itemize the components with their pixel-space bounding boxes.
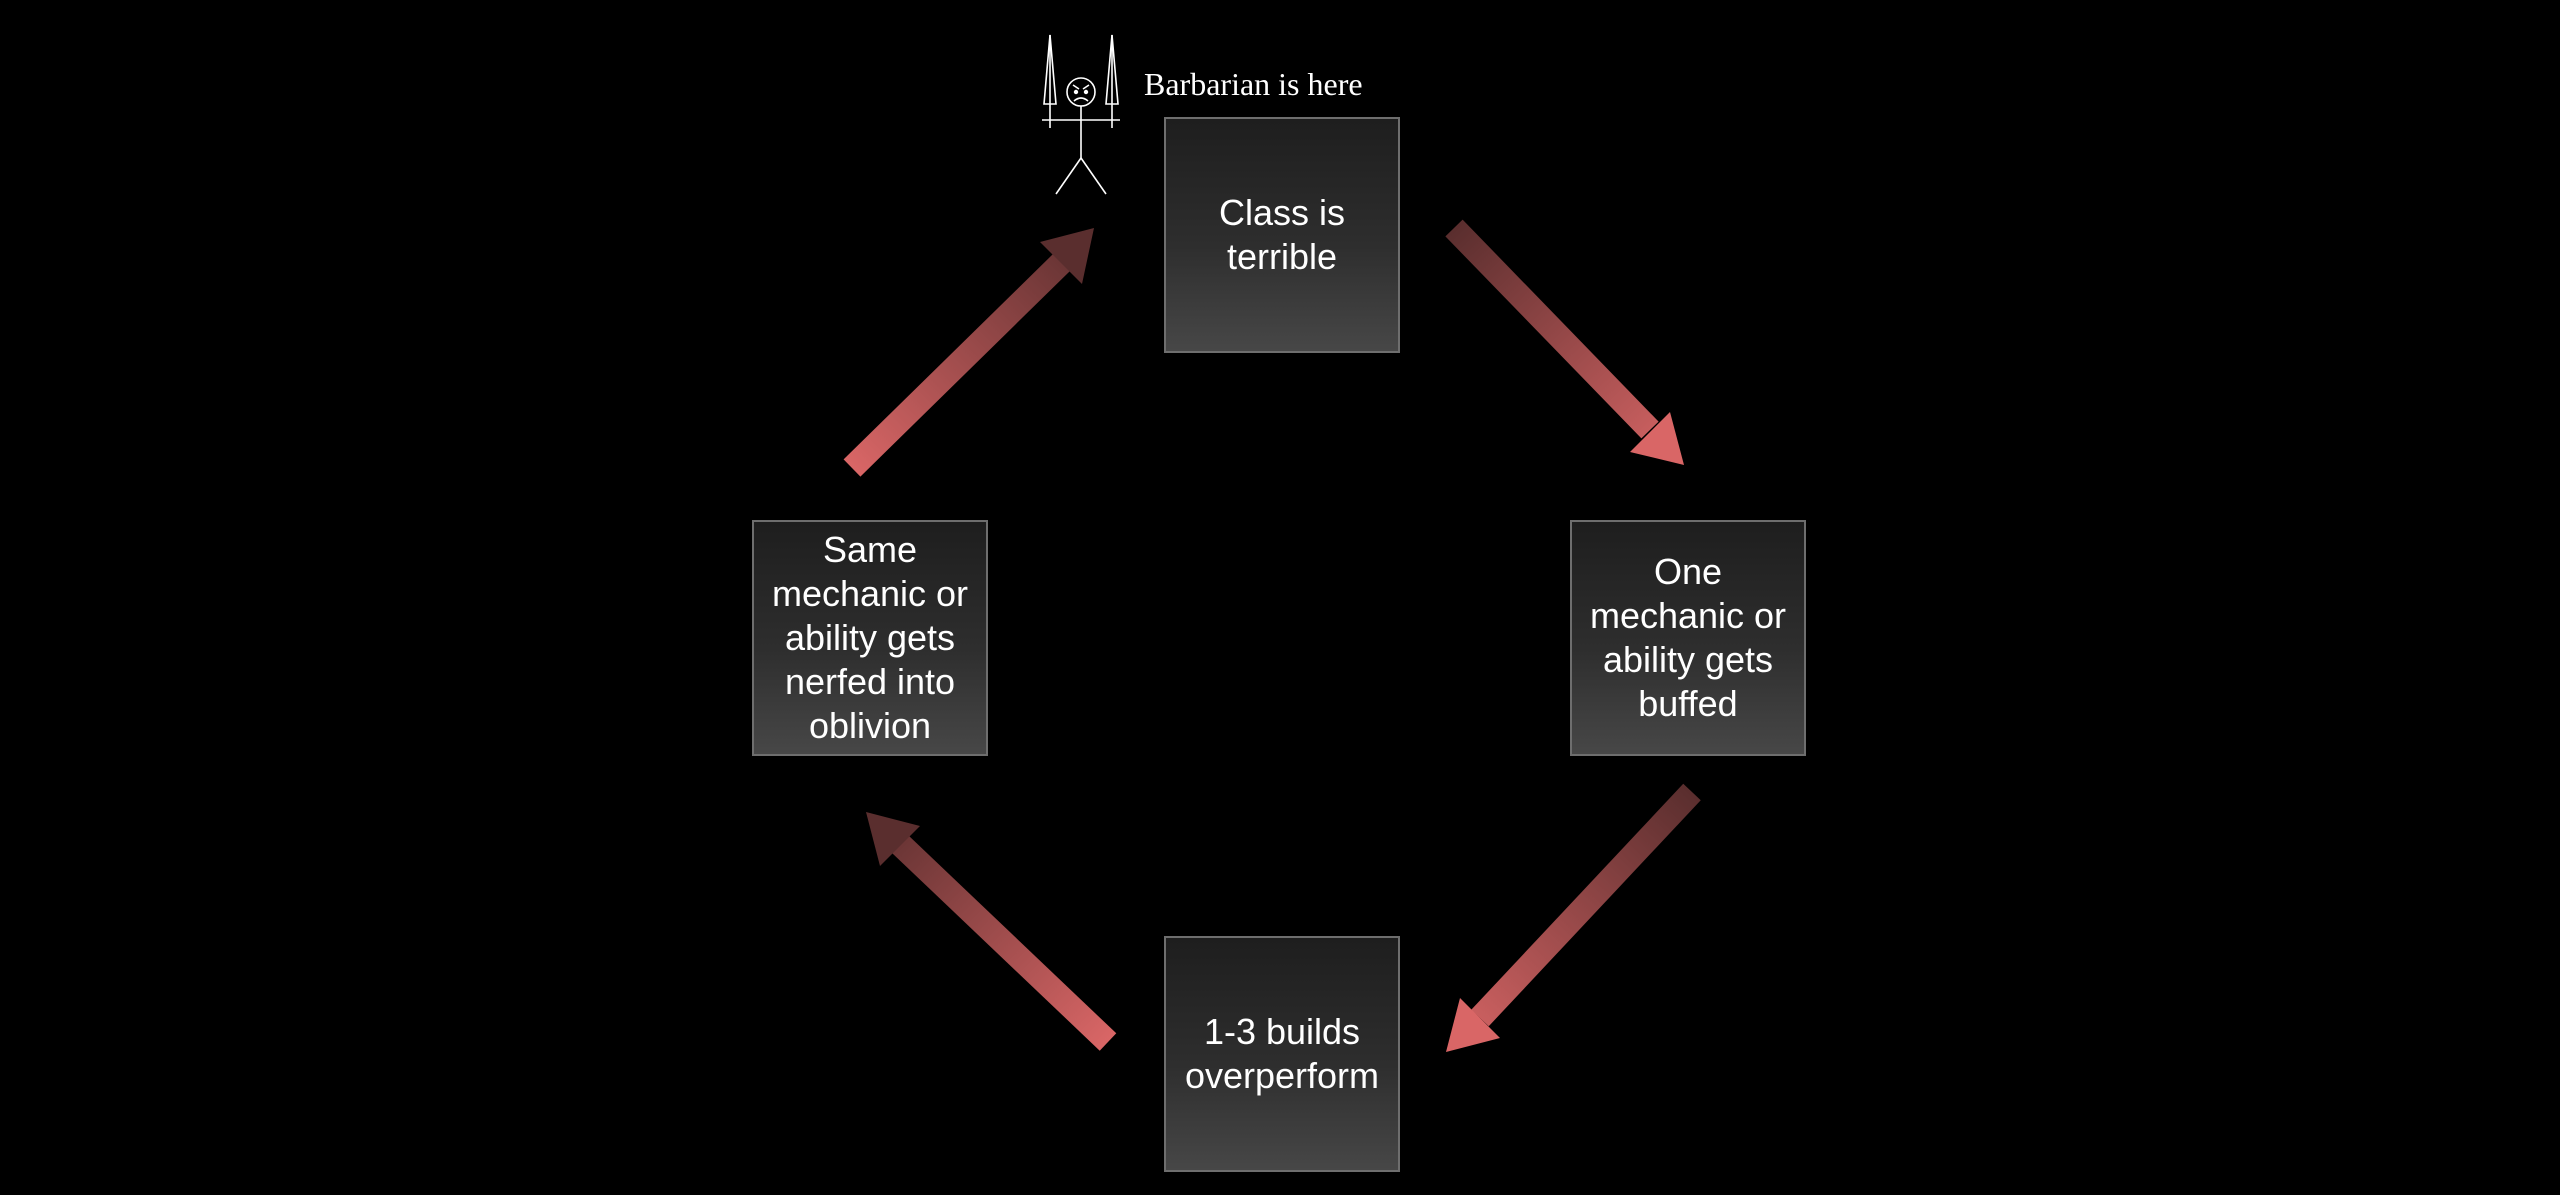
angry-stick-figure-icon	[1042, 34, 1120, 195]
node-class-is-terrible: Class is terrible	[1164, 117, 1400, 353]
node-builds-overperform: 1-3 builds overperform	[1164, 936, 1400, 1172]
node-mechanic-buffed: One mechanic or ability gets buffed	[1570, 520, 1806, 756]
arrow-left-to-top	[843, 228, 1094, 477]
barbarian-annotation: Barbarian is here	[1144, 66, 1363, 102]
node-label: Class is terrible	[1218, 192, 1346, 277]
arrow-right-to-bottom	[1446, 783, 1701, 1052]
node-label: 1-3 builds overperform	[1184, 1011, 1380, 1096]
arrow-bottom-to-left	[866, 812, 1117, 1051]
node-label: One mechanic or ability gets buffed	[1589, 551, 1787, 724]
node-label: Same mechanic or ability gets nerfed int…	[771, 529, 969, 746]
node-mechanic-nerfed: Same mechanic or ability gets nerfed int…	[752, 520, 988, 756]
arrow-top-to-right	[1445, 219, 1684, 465]
